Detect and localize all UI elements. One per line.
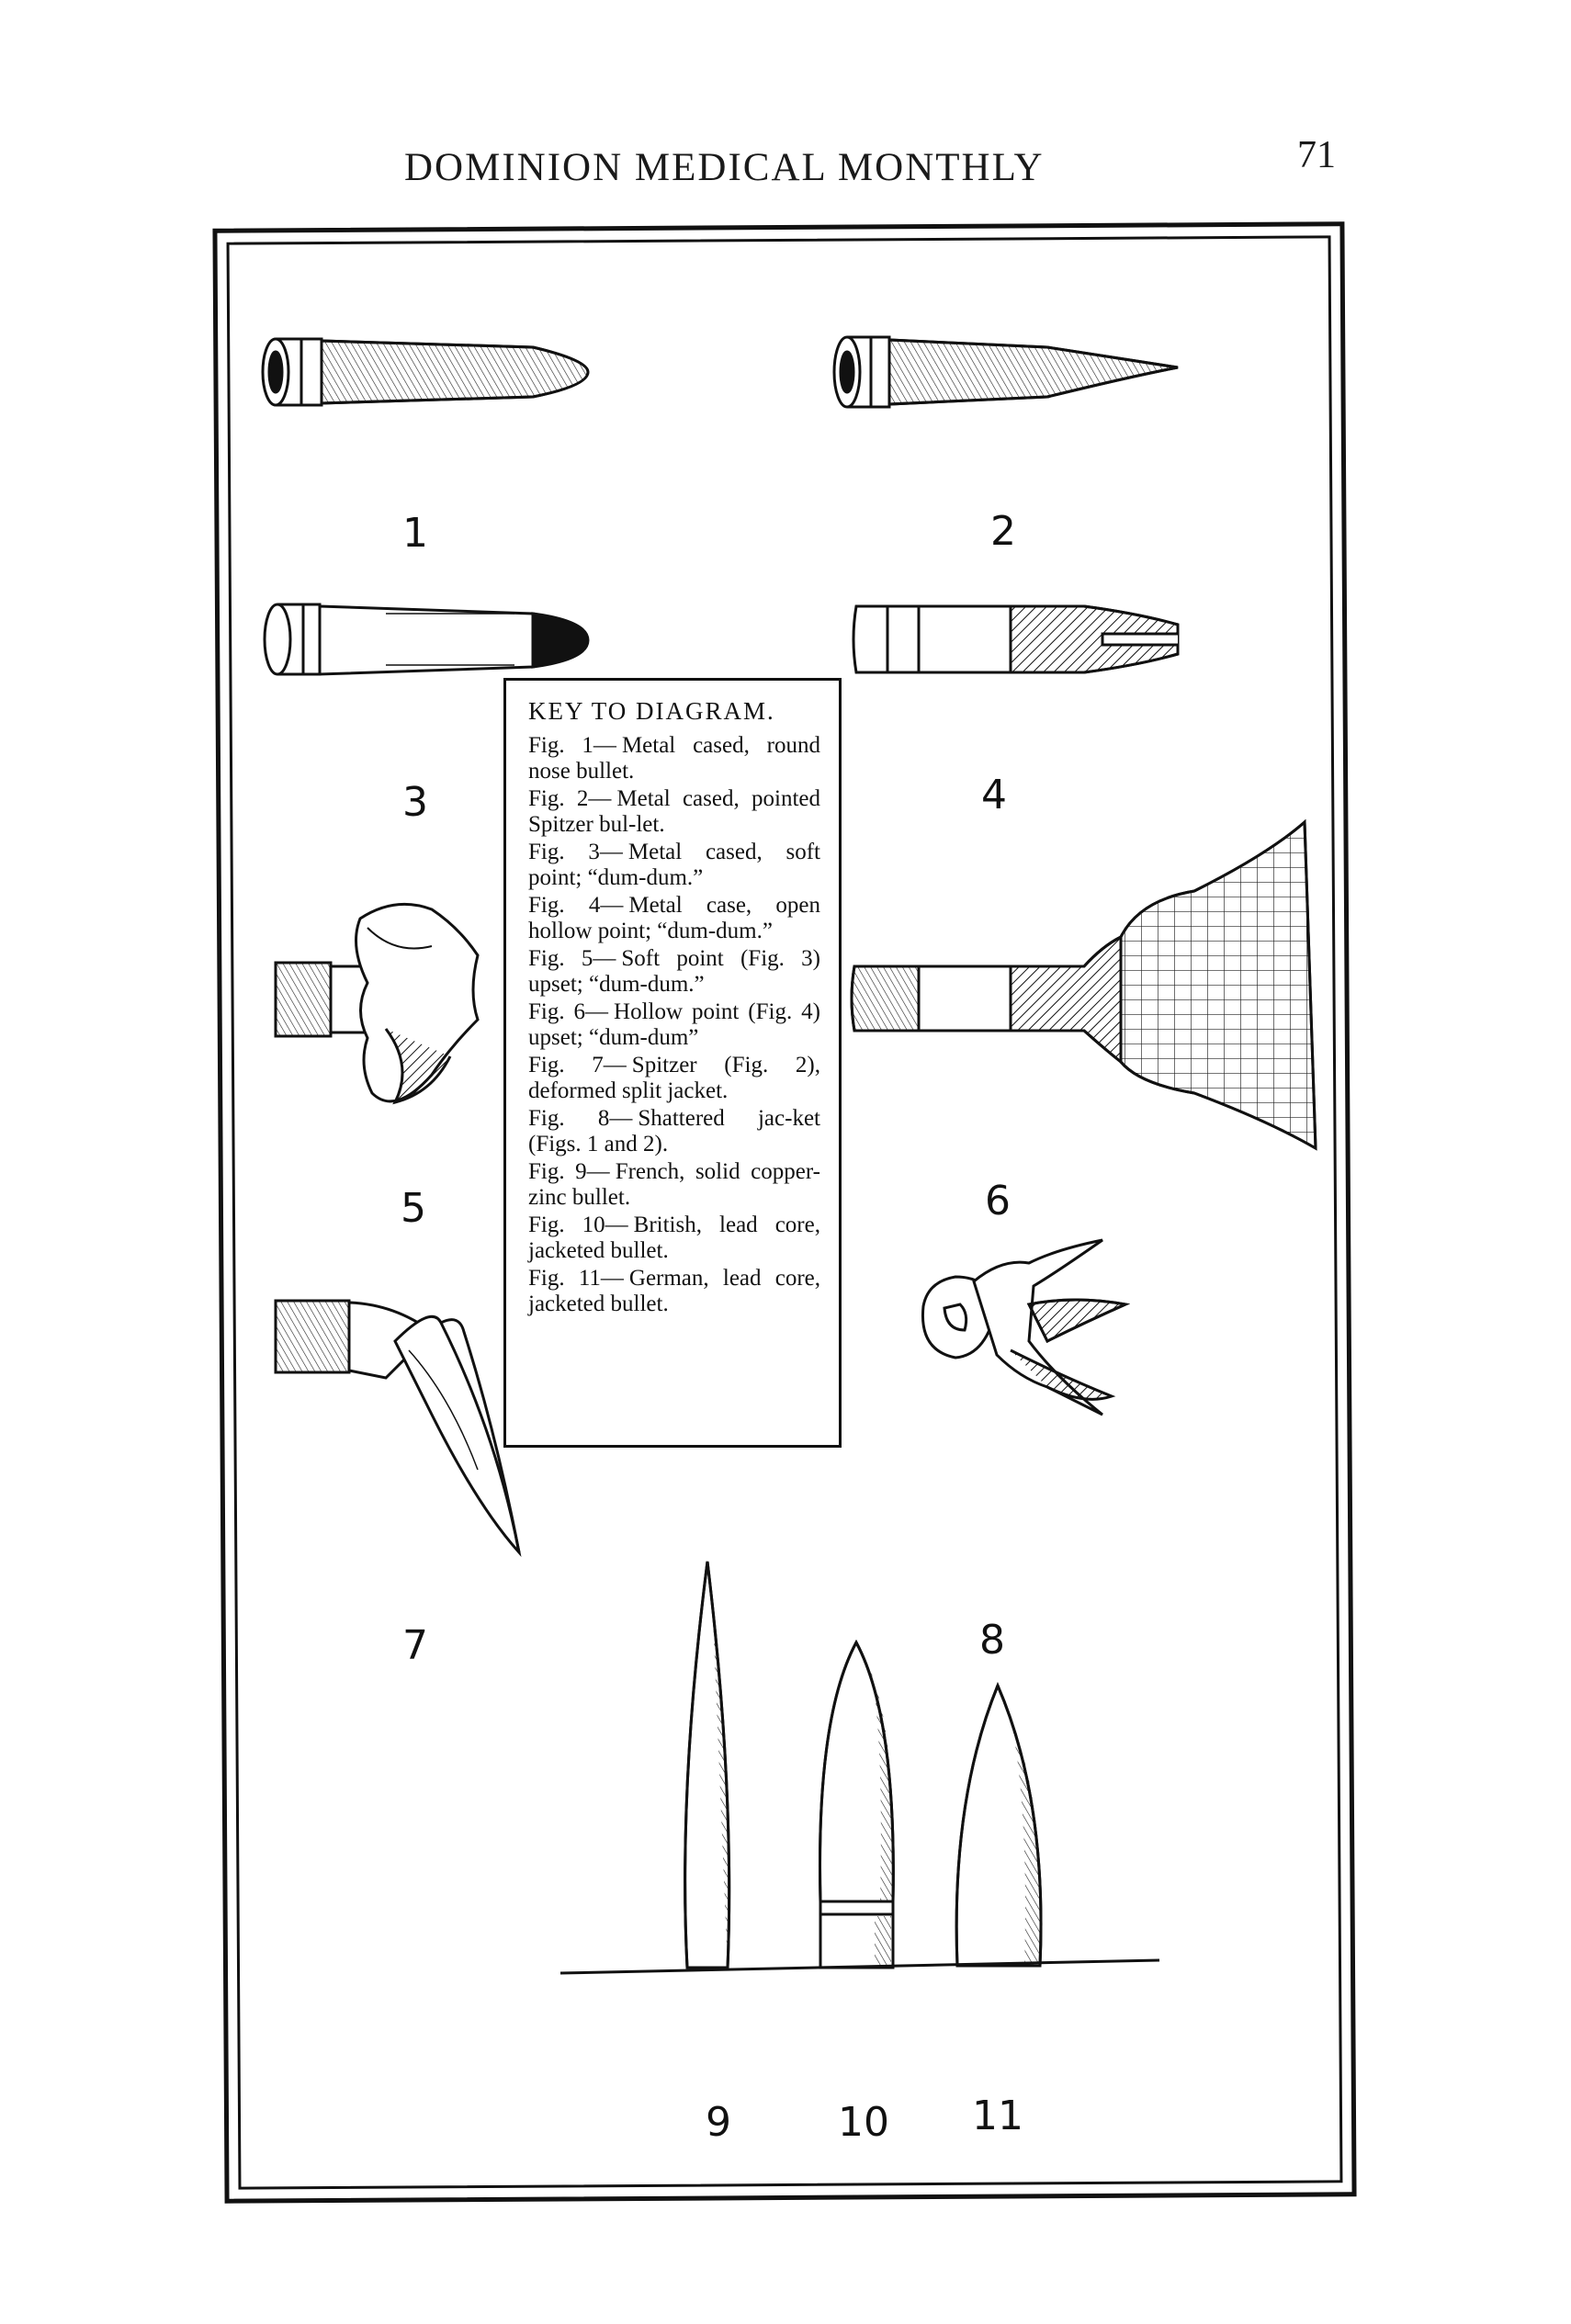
key-entry-label: Fig. 8—: [528, 1106, 633, 1131]
key-entry-label: Fig. 3—: [528, 840, 623, 864]
key-entry: Fig. 11—German, lead core, jacketed bull…: [528, 1266, 820, 1317]
key-entry-label: Fig. 5—: [528, 946, 616, 971]
figure-label-6: 6: [985, 1178, 1011, 1224]
key-entry-text: Metal cased, round nose bullet.: [528, 733, 820, 784]
key-entry: Fig. 7—Spitzer (Fig. 2), deformed split …: [528, 1053, 820, 1104]
figure-6-upset-hollow-point: [850, 818, 1317, 1151]
key-entry-label: Fig. 1—: [528, 733, 616, 758]
key-entry: Fig. 8—Shattered jac-ket (Figs. 1 and 2)…: [528, 1106, 820, 1157]
key-entry-label: Fig. 9—: [528, 1159, 610, 1184]
key-entry-label: Fig. 6—: [528, 999, 609, 1024]
key-entry-label: Fig. 11—: [528, 1266, 624, 1291]
key-entry-text: German, lead core, jacketed bullet.: [528, 1266, 820, 1316]
key-entry-text: Shattered jac-ket (Figs. 1 and 2).: [528, 1106, 820, 1156]
key-entry: Fig. 9—French, solid copper-zinc bullet.: [528, 1159, 820, 1211]
figure-label-11: 11: [972, 2093, 1023, 2139]
key-entry: Fig. 3—Metal cased, soft point; “dum-dum…: [528, 840, 820, 891]
key-entry-text: Soft point (Fig. 3) upset; “dum-dum.”: [528, 946, 820, 997]
figure-label-8: 8: [979, 1617, 1005, 1664]
key-entry-text: Hollow point (Fig. 4) upset; “dum-dum”: [528, 999, 820, 1050]
figure-label-7: 7: [402, 1622, 428, 1669]
diagram-key: KEY TO DIAGRAM. Fig. 1—Metal cased, roun…: [503, 678, 842, 1448]
key-entry-text: French, solid copper-zinc bullet.: [528, 1159, 820, 1210]
page-number: 71: [1297, 134, 1336, 176]
figure-3-soft-point-bullet: [263, 603, 590, 676]
key-entry-text: Metal cased, pointed Spitzer bul-let.: [528, 786, 820, 837]
key-entry-text: Metal cased, soft point; “dum-dum.”: [528, 840, 820, 890]
key-entry-text: British, lead core, jacketed bullet.: [528, 1213, 820, 1263]
key-entry-label: Fig. 10—: [528, 1213, 628, 1237]
figure-4-hollow-point-bullet: [852, 604, 1180, 674]
figure-11-german-bullet: [955, 1682, 1043, 1968]
key-entry-label: Fig. 4—: [528, 893, 624, 918]
key-entry: Fig. 4—Metal case, open hollow point; “d…: [528, 893, 820, 944]
key-entry: Fig. 10—British, lead core, jacketed bul…: [528, 1213, 820, 1264]
figure-10-british-bullet: [818, 1639, 895, 1969]
key-entry: Fig. 5—Soft point (Fig. 3) upset; “dum-d…: [528, 946, 820, 998]
running-head: DOMINION MEDICAL MONTHLY: [404, 146, 1045, 189]
figure-label-1: 1: [402, 510, 428, 557]
figure-label-3: 3: [402, 779, 428, 826]
key-entry: Fig. 2—Metal cased, pointed Spitzer bul-…: [528, 786, 820, 838]
figure-label-5: 5: [401, 1185, 426, 1232]
key-entry-text: Metal case, open hollow point; “dum-dum.…: [528, 893, 820, 943]
baseline-rule: [559, 1958, 1160, 1975]
key-entry-label: Fig. 7—: [528, 1053, 627, 1077]
figure-7-split-jacket: [274, 1299, 522, 1558]
key-entry: Fig. 6—Hollow point (Fig. 4) upset; “dum…: [528, 999, 820, 1051]
key-entry-text: Spitzer (Fig. 2), deformed split jacket.: [528, 1053, 820, 1103]
key-title: KEY TO DIAGRAM.: [528, 697, 775, 725]
figure-label-10: 10: [838, 2099, 889, 2146]
figure-1-round-nose-bullet: [261, 337, 590, 407]
figure-5-upset-soft-point: [274, 902, 480, 1105]
figure-9-french-bullet: [684, 1561, 731, 1969]
figure-label-2: 2: [990, 508, 1016, 555]
key-entry: Fig. 1—Metal cased, round nose bullet.: [528, 733, 820, 784]
figure-label-9: 9: [706, 2099, 731, 2146]
figure-8-shattered-jacket: [921, 1238, 1131, 1416]
figure-2-spitzer-bullet: [832, 335, 1179, 409]
key-entry-label: Fig. 2—: [528, 786, 612, 811]
figure-label-4: 4: [981, 772, 1007, 818]
